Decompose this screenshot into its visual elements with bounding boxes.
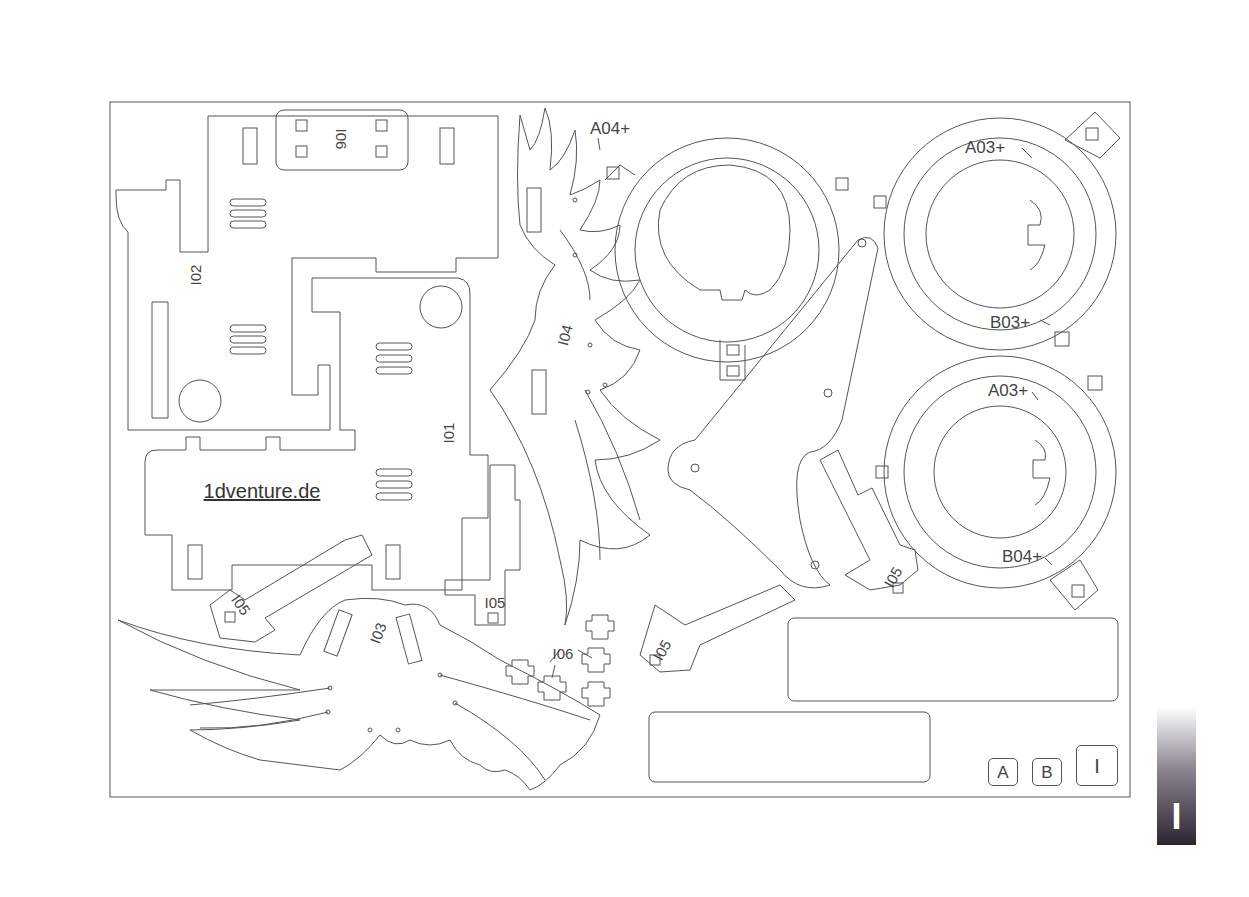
part-label: I04 [555,323,575,347]
key-outline [445,465,520,625]
wing-outline [118,598,600,790]
wing-outline [490,108,660,625]
plate-outline [116,116,498,430]
part-label: A03+ [965,139,1005,156]
part-label: B03+ [990,314,1030,331]
brand-text: 1dventure.de [204,481,321,501]
part-label: I05 [881,564,904,590]
sheet-mark-box: I [1076,745,1118,786]
part-label: I06 [553,646,574,661]
tab-letter: I [1171,799,1181,835]
part-label: I05 [229,592,253,618]
part-label: I06 [334,129,349,150]
part-label: I05 [485,595,506,610]
plate-outline [145,278,488,590]
clip-outline [276,110,408,170]
section-tab: I [1157,707,1196,845]
part-label: I03 [367,621,388,646]
sheet-mark-box: A [988,758,1018,786]
part-label: I05 [650,637,673,663]
part-label: B04+ [1002,548,1042,565]
arm-outline [668,237,878,588]
ring-outline [615,138,839,362]
sheet-mark-box: B [1032,758,1062,786]
part-label: I01 [441,423,456,444]
mark-letter: A [997,764,1008,781]
ring-outline [884,356,1116,588]
mark-letter: I [1094,756,1100,776]
key-outline [820,450,918,590]
sheet-border [110,102,1130,797]
key-outline [640,585,795,672]
ring-outline [884,118,1116,350]
part-label: I02 [188,265,203,286]
mark-letter: B [1041,764,1052,781]
part-label: A04+ [590,120,630,137]
part-label: A03+ [988,382,1028,399]
